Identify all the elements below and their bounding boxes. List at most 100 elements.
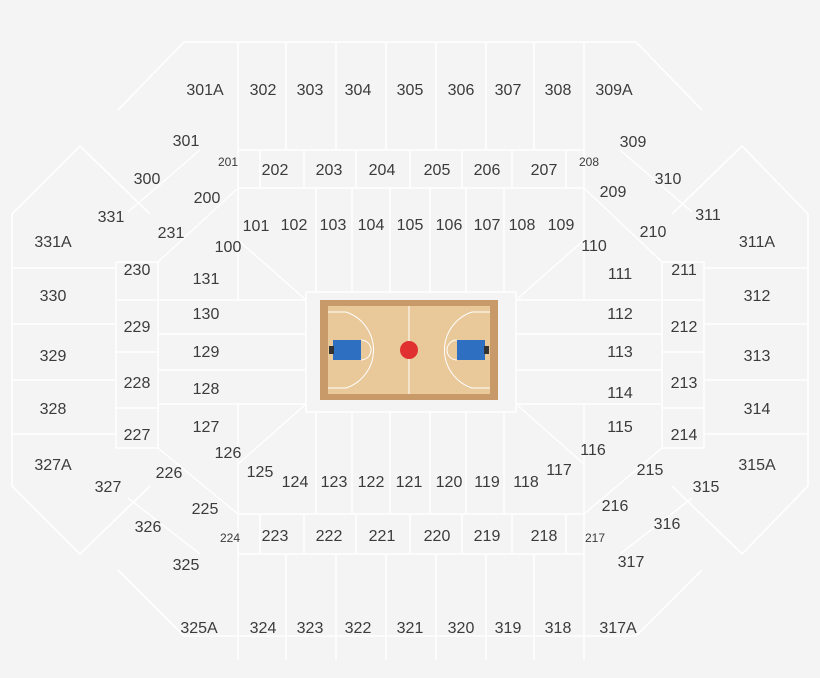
section-label[interactable]: 325A (180, 620, 218, 637)
section-label[interactable]: 201 (218, 155, 238, 169)
section-label[interactable]: 117 (546, 462, 572, 479)
section-label[interactable]: 118 (513, 474, 539, 491)
section-label[interactable]: 227 (124, 427, 151, 444)
section-label[interactable]: 323 (297, 620, 324, 637)
section-label[interactable]: 301 (173, 133, 200, 150)
section-label[interactable]: 313 (744, 348, 771, 365)
section-label[interactable]: 314 (744, 401, 771, 418)
section-label[interactable]: 120 (436, 474, 463, 491)
section-label[interactable]: 123 (321, 474, 348, 491)
section-label[interactable]: 311 (695, 207, 721, 224)
section-label[interactable]: 106 (436, 217, 463, 234)
section-label[interactable]: 230 (124, 262, 151, 279)
section-label[interactable]: 113 (607, 344, 633, 361)
section-label[interactable]: 107 (474, 217, 501, 234)
section-label[interactable]: 325 (173, 557, 200, 574)
section-label[interactable]: 121 (396, 474, 423, 491)
section-label[interactable]: 214 (671, 427, 698, 444)
section-label[interactable]: 309A (595, 82, 633, 99)
section-label[interactable]: 312 (744, 288, 771, 305)
section-label[interactable]: 208 (579, 155, 599, 169)
section-label[interactable]: 205 (424, 162, 451, 179)
section-label[interactable]: 222 (316, 528, 343, 545)
section-label[interactable]: 131 (193, 271, 220, 288)
section-label[interactable]: 331A (34, 234, 72, 251)
section-label[interactable]: 331 (98, 209, 125, 226)
section-label[interactable]: 215 (637, 462, 664, 479)
section-label[interactable]: 219 (474, 528, 501, 545)
section-label[interactable]: 102 (281, 217, 308, 234)
section-label[interactable]: 211 (671, 262, 697, 279)
section-label[interactable]: 210 (640, 224, 667, 241)
section-label[interactable]: 231 (158, 225, 185, 242)
section-label[interactable]: 207 (531, 162, 558, 179)
section-label[interactable]: 330 (40, 288, 67, 305)
section-label[interactable]: 226 (156, 465, 183, 482)
section-label[interactable]: 309 (620, 134, 647, 151)
section-label[interactable]: 315 (693, 479, 720, 496)
section-label[interactable]: 304 (345, 82, 372, 99)
section-label[interactable]: 213 (671, 375, 698, 392)
section-label[interactable]: 229 (124, 319, 151, 336)
section-label[interactable]: 329 (40, 348, 67, 365)
section-label[interactable]: 212 (671, 319, 698, 336)
section-label[interactable]: 327A (34, 457, 72, 474)
section-label[interactable]: 114 (607, 385, 633, 402)
section-label[interactable]: 316 (654, 516, 681, 533)
section-label[interactable]: 119 (474, 474, 500, 491)
section-label[interactable]: 206 (474, 162, 501, 179)
section-label[interactable]: 110 (581, 238, 607, 255)
section-label[interactable]: 311A (739, 234, 776, 251)
section-label[interactable]: 326 (135, 519, 162, 536)
section-label[interactable]: 129 (193, 344, 220, 361)
section-label[interactable]: 105 (397, 217, 424, 234)
section-label[interactable]: 112 (607, 306, 633, 323)
section-label[interactable]: 128 (193, 381, 220, 398)
section-label[interactable]: 124 (282, 474, 309, 491)
section-label[interactable]: 315A (738, 457, 776, 474)
section-label[interactable]: 130 (193, 306, 220, 323)
section-label[interactable]: 303 (297, 82, 324, 99)
section-label[interactable]: 308 (545, 82, 572, 99)
section-label[interactable]: 122 (358, 474, 385, 491)
section-label[interactable]: 115 (607, 419, 633, 436)
section-label[interactable]: 223 (262, 528, 289, 545)
section-label[interactable]: 328 (40, 401, 67, 418)
section-label[interactable]: 100 (215, 239, 242, 256)
section-label[interactable]: 221 (369, 528, 396, 545)
section-label[interactable]: 225 (192, 501, 219, 518)
section-label[interactable]: 218 (531, 528, 558, 545)
section-label[interactable]: 209 (600, 184, 627, 201)
section-label[interactable]: 108 (509, 217, 536, 234)
section-label[interactable]: 320 (448, 620, 475, 637)
section-label[interactable]: 111 (608, 266, 632, 283)
section-label[interactable]: 228 (124, 375, 151, 392)
section-label[interactable]: 302 (250, 82, 277, 99)
section-label[interactable]: 126 (215, 445, 242, 462)
section-label[interactable]: 318 (545, 620, 572, 637)
section-label[interactable]: 305 (397, 82, 424, 99)
section-label[interactable]: 127 (193, 419, 220, 436)
section-label[interactable]: 220 (424, 528, 451, 545)
section-label[interactable]: 224 (220, 531, 240, 545)
section-label[interactable]: 317 (618, 554, 645, 571)
section-label[interactable]: 317A (599, 620, 637, 637)
section-label[interactable]: 103 (320, 217, 347, 234)
section-label[interactable]: 204 (369, 162, 396, 179)
section-label[interactable]: 101 (243, 218, 270, 235)
section-label[interactable]: 301A (186, 82, 224, 99)
section-label[interactable]: 217 (585, 531, 605, 545)
section-label[interactable]: 319 (495, 620, 522, 637)
section-label[interactable]: 321 (397, 620, 424, 637)
section-label[interactable]: 310 (655, 171, 682, 188)
section-label[interactable]: 200 (194, 190, 221, 207)
section-label[interactable]: 322 (345, 620, 372, 637)
section-label[interactable]: 324 (250, 620, 277, 637)
section-label[interactable]: 109 (548, 217, 575, 234)
section-label[interactable]: 104 (358, 217, 385, 234)
section-label[interactable]: 306 (448, 82, 475, 99)
section-label[interactable]: 125 (247, 464, 274, 481)
section-label[interactable]: 307 (495, 82, 522, 99)
section-label[interactable]: 216 (602, 498, 629, 515)
section-label[interactable]: 300 (134, 171, 161, 188)
